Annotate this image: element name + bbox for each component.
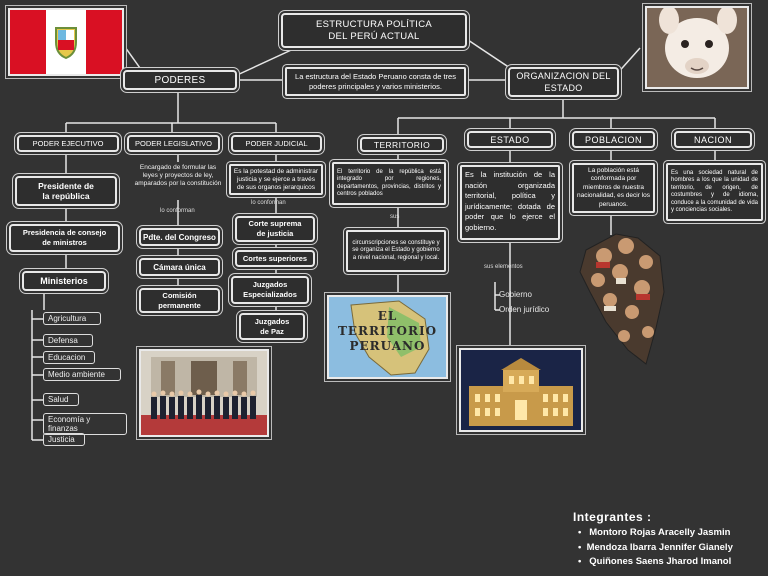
integrantes-title: Integrantes : bbox=[573, 510, 652, 524]
poblacion-desc: La población está conformada por miembro… bbox=[577, 166, 650, 208]
llama-image bbox=[645, 6, 749, 89]
organizacion-label: ORGANIZACION DEL ESTADO bbox=[516, 71, 611, 93]
ministerio-justicia: Justicia bbox=[43, 433, 85, 446]
estado-label: ESTADO bbox=[490, 134, 530, 145]
poder-judicial-node: PODER JUDICIAL bbox=[231, 135, 322, 152]
corte-suprema-label: Corte suprema de justicia bbox=[248, 219, 302, 238]
territorio-desc2: circunscripciones se constituye y se org… bbox=[352, 239, 440, 261]
nacion-label: NACION bbox=[693, 134, 732, 145]
judicial-desc-box: Es la potestad de administrar justicia y… bbox=[229, 164, 323, 195]
map-title: EL TERRITORIO PERUANO bbox=[337, 309, 438, 353]
judicial-desc: Es la potestad de administrar justicia y… bbox=[233, 167, 319, 191]
camara-unica-node: Cámara única bbox=[139, 258, 220, 276]
coat-of-arms-icon bbox=[55, 27, 77, 60]
pdte-congreso-label: Pdte. del Congreso bbox=[143, 232, 216, 242]
poder-legislativo-node: PODER LEGISLATIVO bbox=[127, 135, 220, 152]
integrante-2: • Mendoza Ibarra Jennifer Gianely bbox=[578, 541, 733, 553]
palace-illustration bbox=[461, 350, 581, 430]
government-illustration bbox=[141, 351, 267, 435]
integrante-3: • Quiñones Saens Jharod Imanol bbox=[578, 556, 732, 567]
legislativo-desc: Encargado de formular las leyes y proyec… bbox=[134, 164, 222, 187]
juzgados-especializados-label: Juzgados Especializados bbox=[243, 280, 297, 299]
integrante-2-name: Mendoza Ibarra Jennifer Gianely bbox=[586, 541, 733, 553]
nacion-desc: Es una sociedad natural de hombres a los… bbox=[671, 169, 758, 214]
ministerio-defensa: Defensa bbox=[43, 334, 93, 347]
territorio-sus: sus bbox=[390, 214, 400, 220]
legislativo-conforman: lo conforman bbox=[160, 208, 195, 214]
poblacion-collage-image bbox=[576, 232, 666, 366]
territorio-desc-box: El territorio de la república está integ… bbox=[332, 162, 446, 205]
poblacion-desc-box: La población está conformada por miembro… bbox=[572, 163, 655, 213]
territorio-label: TERRITORIO bbox=[373, 139, 431, 150]
estado-desc: Es la institución de la nación organizad… bbox=[465, 170, 555, 232]
comision-label: Comisión permanente bbox=[158, 290, 201, 310]
intro-text: La estructura del Estado Peruano consta … bbox=[295, 71, 456, 91]
poder-legislativo-label: PODER LEGISLATIVO bbox=[135, 139, 212, 148]
consejo-node: Presidencia de consejo de ministros bbox=[9, 224, 120, 252]
camara-unica-label: Cámara única bbox=[153, 262, 206, 272]
poderes-label: PODERES bbox=[154, 74, 206, 86]
organizacion-node: ORGANIZACION DEL ESTADO bbox=[508, 67, 619, 97]
juzgados-paz-node: Juzgados de Paz bbox=[239, 313, 305, 340]
territorio-map-image: EL TERRITORIO PERUANO bbox=[327, 295, 448, 379]
estado-node: ESTADO bbox=[467, 131, 553, 148]
nacion-desc-box: Es una sociedad natural de hombres a los… bbox=[666, 163, 763, 221]
juzgados-paz-label: Juzgados de Paz bbox=[254, 316, 290, 336]
ministerio-educacion: Educacion bbox=[43, 351, 95, 364]
integrante-1-name: Montoro Rojas Aracelly Jasmin bbox=[589, 527, 731, 538]
ministerio-agricultura: Agricultura bbox=[43, 312, 101, 325]
integrante-1: • Montoro Rojas Aracelly Jasmin bbox=[578, 527, 731, 538]
palacio-gobierno-image bbox=[459, 348, 583, 432]
estado-desc-box: Es la institución de la nación organizad… bbox=[460, 165, 560, 240]
poderes-node: PODERES bbox=[123, 70, 237, 90]
ministerio-medio-ambiente: Medio ambiente bbox=[43, 368, 121, 381]
government-photo bbox=[139, 349, 269, 437]
cortes-superiores-node: Cortes superiores bbox=[235, 250, 315, 267]
judicial-conforman: lo conforman bbox=[251, 200, 286, 206]
peru-flag-image bbox=[8, 8, 124, 76]
presidente-label: Presidente de la república bbox=[38, 181, 94, 201]
presidente-node: Presidente de la república bbox=[15, 176, 117, 206]
ministerios-label: Ministerios bbox=[40, 276, 88, 286]
ministerio-salud: Salud bbox=[43, 393, 79, 406]
integrantes-list: • Montoro Rojas Aracelly Jasmin • Mendoz… bbox=[578, 526, 733, 570]
pdte-congreso-node: Pdte. del Congreso bbox=[139, 228, 220, 246]
people-map-illustration bbox=[579, 233, 665, 365]
territorio-desc: El territorio de la república está integ… bbox=[337, 168, 441, 198]
llama-illustration bbox=[647, 8, 747, 87]
elemento-gobierno: Gobierno bbox=[499, 290, 532, 299]
territorio-desc2-box: circunscripciones se constituye y se org… bbox=[346, 230, 446, 272]
territorio-node: TERRITORIO bbox=[360, 137, 444, 152]
comision-node: Comisión permanente bbox=[139, 288, 220, 313]
integrante-3-name: Quiñones Saens Jharod Imanol bbox=[589, 556, 732, 567]
ministerios-node: Ministerios bbox=[22, 271, 106, 291]
juzgados-especializados-node: Juzgados Especializados bbox=[231, 276, 309, 304]
ministerio-economia: Economía y finanzas bbox=[43, 413, 127, 435]
poder-ejecutivo-label: PODER EJECUTIVO bbox=[32, 139, 104, 148]
main-title: ESTRUCTURA POLÍTICA DEL PERÚ ACTUAL bbox=[281, 13, 467, 48]
corte-suprema-node: Corte suprema de justicia bbox=[235, 216, 315, 242]
estado-sus-elementos: sus elementos bbox=[484, 264, 523, 270]
poblacion-node: POBLACION bbox=[572, 131, 655, 148]
intro-box: La estructura del Estado Peruano consta … bbox=[285, 67, 466, 96]
consejo-label: Presidencia de consejo de ministros bbox=[22, 228, 107, 247]
cortes-superiores-label: Cortes superiores bbox=[242, 254, 308, 263]
elemento-orden-juridico: Orden jurídico bbox=[499, 305, 550, 314]
poder-judicial-label: PODER JUDICIAL bbox=[245, 139, 308, 148]
peru-map-illustration bbox=[329, 297, 446, 377]
main-title-text: ESTRUCTURA POLÍTICA DEL PERÚ ACTUAL bbox=[315, 18, 433, 42]
poblacion-label: POBLACION bbox=[584, 134, 642, 145]
poder-ejecutivo-node: PODER EJECUTIVO bbox=[17, 135, 119, 152]
nacion-node: NACION bbox=[674, 131, 752, 148]
